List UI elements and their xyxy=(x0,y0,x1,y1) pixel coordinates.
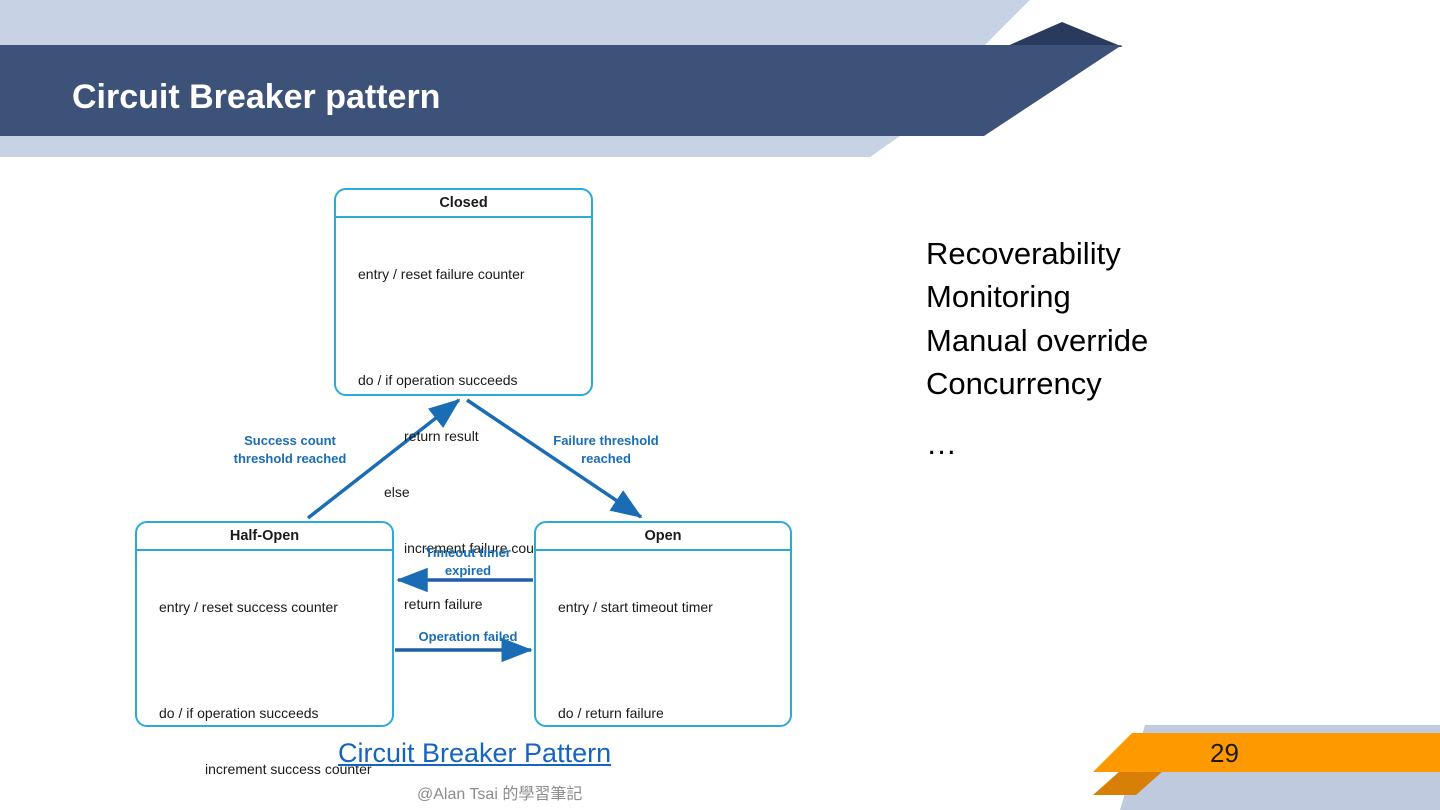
page-title: Circuit Breaker pattern xyxy=(72,78,441,116)
state-line: entry / reset failure counter xyxy=(358,266,525,283)
circuit-breaker-pattern-link[interactable]: Circuit Breaker Pattern xyxy=(338,738,612,768)
state-line: do / return failure xyxy=(558,705,664,722)
transition-label-timeout-expired: Timeout timer expired xyxy=(425,545,511,578)
page-marker-orange xyxy=(1093,733,1440,772)
state-body-open: entry / start timeout timer do / return … xyxy=(536,551,790,810)
consideration-ellipsis: … xyxy=(926,425,957,461)
consideration-item: Recoverability xyxy=(926,236,1121,271)
state-line: do / if operation succeeds xyxy=(358,372,518,389)
transition-label-failure-threshold: Failure threshold reached xyxy=(553,433,659,466)
state-body-half-open: entry / reset success counter do / if op… xyxy=(137,551,392,810)
header-navy-band xyxy=(0,45,1122,136)
consideration-item: Monitoring xyxy=(926,279,1071,315)
transition-label-success-count: Success count threshold reached xyxy=(233,433,347,466)
state-title-half-open: Half-Open xyxy=(137,523,392,551)
page-number: 29 xyxy=(1210,738,1239,768)
state-line-blank xyxy=(358,321,591,334)
header-light-band-bottom xyxy=(0,136,900,157)
consideration-item: Concurrency xyxy=(926,366,1102,402)
state-line: do / if operation succeeds xyxy=(159,705,319,722)
state-box-half-open[interactable]: Half-Open entry / reset success counter … xyxy=(135,521,394,777)
state-title-open: Open xyxy=(536,523,790,551)
header-light-band-top xyxy=(0,0,1030,46)
state-line: entry / start timeout timer xyxy=(558,599,713,616)
state-line: return failure xyxy=(404,595,483,612)
consideration-item: Manual override xyxy=(926,322,1149,358)
transition-label-operation-failed: Operation failed xyxy=(418,629,518,644)
considerations-list: Recoverability Monitoring Manual overrid… xyxy=(926,232,1148,465)
header-dark-triangle xyxy=(1005,22,1123,47)
state-line: increment success counter xyxy=(205,761,372,778)
state-box-closed[interactable]: Closed entry / reset failure counter do … xyxy=(334,188,593,718)
state-line: else xyxy=(384,483,410,500)
state-line: entry / reset success counter xyxy=(159,599,338,616)
state-line: return result xyxy=(404,428,479,445)
state-title-closed: Closed xyxy=(336,190,591,218)
state-box-open[interactable]: Open entry / start timeout timer do / re… xyxy=(534,521,792,727)
state-line-blank xyxy=(159,654,392,667)
state-line-blank xyxy=(558,654,790,667)
footer-credit: @Alan Tsai 的學習筆記 xyxy=(417,786,583,803)
